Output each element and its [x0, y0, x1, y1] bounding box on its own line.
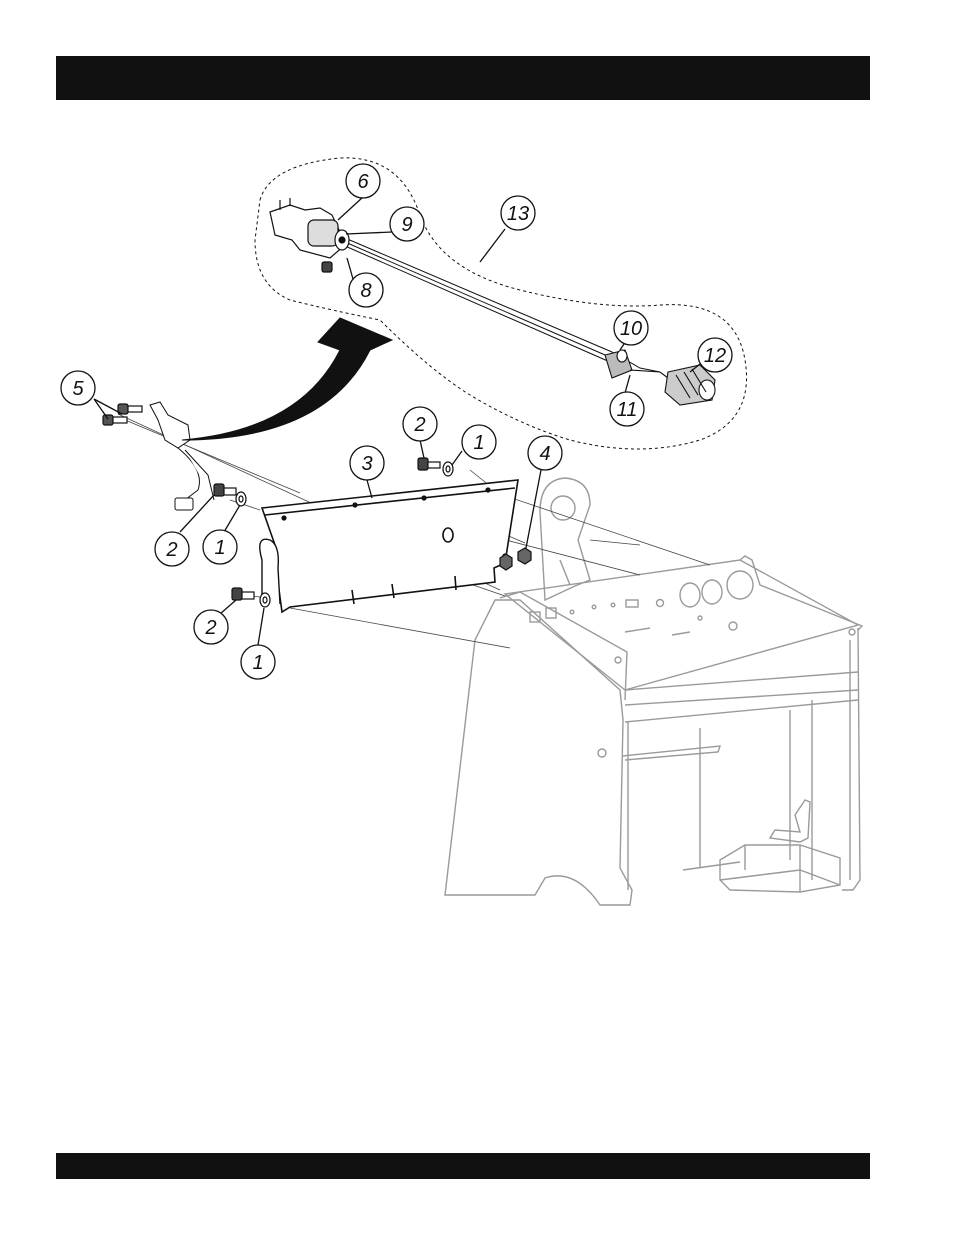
detail-arrow [182, 318, 392, 440]
callout-label-11: 11 [617, 399, 638, 421]
bolt-left [214, 484, 236, 496]
bolt-lower [232, 588, 254, 600]
starter-switch-small [150, 402, 214, 510]
callout-label-2-left: 2 [165, 539, 177, 561]
callout-label-5: 5 [72, 378, 84, 400]
callout-label-4: 4 [539, 443, 550, 465]
callout-label-8: 8 [360, 280, 371, 302]
callout-label-1-lower: 1 [252, 652, 263, 674]
detail-outline [255, 158, 747, 449]
key-switch [270, 198, 349, 272]
bolt-upper [418, 458, 440, 470]
callout-label-12: 12 [704, 345, 726, 367]
callout-label-6: 6 [357, 171, 369, 193]
callout-label-13: 13 [507, 203, 529, 225]
cover-panel [262, 480, 518, 612]
callout-label-2-upper: 2 [413, 414, 425, 436]
callout-label-2-lower: 2 [204, 617, 216, 639]
callout-label-1-left: 1 [214, 537, 225, 559]
callout-label-10: 10 [620, 318, 642, 340]
nut-lower [500, 554, 512, 570]
callout-label-9: 9 [401, 214, 412, 236]
callout-label-1-upper: 1 [473, 432, 484, 454]
nut-upper [518, 548, 531, 564]
callout-label-3: 3 [361, 453, 372, 475]
